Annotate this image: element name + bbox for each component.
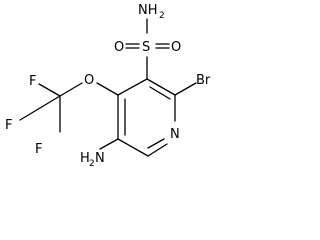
substituent-bonds: [19, 18, 197, 150]
bond-n1-c6-inner: [147, 138, 165, 149]
sulfonamide-nitrogen-label: NH: [138, 3, 158, 18]
ether-oxygen-label: O: [84, 73, 94, 88]
fluorine-left-label: F: [5, 118, 12, 133]
fluorine-bottom-label: F: [35, 142, 42, 157]
amino-subscript: 2: [89, 159, 95, 169]
sulfonamide-nitrogen-subscript: 2: [159, 11, 165, 21]
bond-c4-c3: [117, 78, 148, 96]
bond-c2-c2-inner: [149, 86, 171, 100]
sulfonyl-oxygen-left-label: O: [114, 40, 124, 55]
amino-h-label: H: [80, 151, 90, 166]
pyridine-ring: [117, 78, 176, 157]
fluorine-top-label: F: [29, 74, 36, 89]
bromine-label: Br: [196, 73, 211, 88]
ring-nitrogen-label: N: [170, 127, 180, 142]
sulfonyl-oxygen-right-label: O: [171, 40, 181, 55]
bond-c2-br: [174, 82, 197, 96]
bond-c6-c5: [117, 138, 149, 157]
sulfur-label: S: [142, 40, 150, 55]
bond-o-cf3: [59, 82, 83, 97]
bond-c3-c2: [146, 78, 176, 96]
atom-labels: NH 2 S O O O Br N H 2 N F F F: [5, 3, 211, 169]
amino-n-label: N: [95, 151, 105, 166]
bond-c4-o: [96, 82, 119, 96]
bond-c5-nh2: [99, 138, 119, 150]
bond-n1-c6: [147, 143, 168, 157]
bond-cf3-f-left: [19, 95, 61, 121]
bond-cf3-f-top: [38, 83, 61, 97]
chemical-structure: NH 2 S O O O Br N H 2 N F F F: [5, 3, 211, 169]
